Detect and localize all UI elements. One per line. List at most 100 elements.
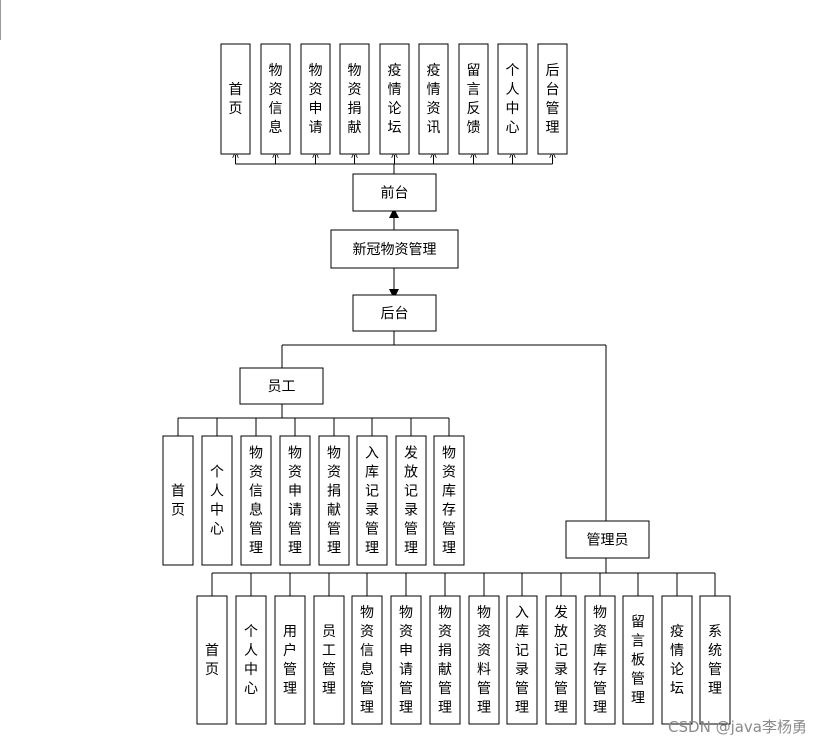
admin-module-box-frame [429, 595, 461, 725]
root-box: 新冠物资管理 [330, 229, 459, 269]
front-module-box-char: 息 [269, 119, 283, 136]
staff-module-box-frame [318, 435, 350, 566]
staff-module-box-frame [279, 435, 311, 566]
admin-module-box-char: 理 [399, 700, 413, 716]
staff-module-box-char: 信 [249, 484, 263, 500]
admin-module-box-frame [699, 595, 731, 725]
admin-module-box-char: 用 [283, 624, 297, 640]
staff-module-box-char: 献 [327, 503, 341, 519]
staff-box: 员工 [239, 367, 324, 405]
front-module-box-char: 页 [229, 101, 243, 117]
admin-module-box-char: 管 [708, 662, 722, 678]
front-module-box-char: 物 [269, 63, 283, 79]
admin-module-box-char: 理 [477, 700, 491, 716]
admin-module-box-char: 申 [399, 643, 413, 659]
staff-module-box-char: 库 [442, 484, 456, 500]
admin-module-box-char: 员 [322, 624, 336, 640]
admin-module-box-char: 系 [708, 624, 722, 640]
front-module-box-char: 理 [546, 120, 560, 136]
admin-box-frame [565, 520, 650, 559]
admin-module-box-char: 管 [322, 662, 336, 678]
front-module-box-char: 馈 [467, 120, 481, 136]
front-module-box-char: 留 [467, 63, 481, 79]
admin-module-box-char: 页 [205, 662, 219, 678]
admin-module-box-frame [351, 595, 383, 725]
front-module-box-char: 申 [309, 101, 323, 117]
front-module-box-frame [458, 43, 489, 155]
admin-module-box-char: 请 [399, 662, 413, 678]
admin-module-box-char: 管 [477, 681, 491, 697]
admin-module-box-char: 人 [244, 643, 258, 659]
back-box: 后台 [352, 294, 437, 332]
admin-module-box-char: 记 [515, 643, 529, 659]
front-module-box-char: 资 [309, 82, 323, 98]
staff-module-box-char: 物 [327, 446, 341, 462]
admin-module-box-char: 管 [631, 672, 645, 688]
admin-module-box-char: 理 [322, 681, 336, 697]
admin-module-box-char: 管 [515, 681, 529, 697]
admin-module-box-char: 理 [515, 700, 529, 716]
admin-module-box-frame [390, 595, 422, 725]
staff-module-box-char: 物 [442, 446, 456, 462]
root-box-label: 新冠物资管理 [353, 242, 437, 258]
staff-module-box-char: 资 [288, 465, 302, 481]
admin-module-box-char: 统 [708, 643, 722, 659]
staff-module-box-char: 中 [210, 503, 224, 519]
admin-module-box-char: 资 [477, 643, 491, 659]
staff-module-box-frame [162, 435, 194, 566]
back-box-label: 后台 [381, 306, 409, 322]
front-module-box-frame [339, 43, 370, 155]
admin-module-box-frame [196, 595, 228, 725]
admin-module-box-frame [274, 595, 306, 725]
admin-module-box-char: 心 [244, 681, 258, 697]
admin-module-box-frame [622, 595, 654, 725]
staff-box-label: 员工 [268, 379, 296, 395]
front-module-box-char: 资 [348, 82, 362, 98]
front-module-box-frame [220, 43, 251, 155]
front-module-box-char: 心 [506, 120, 520, 136]
admin-module-box-char: 管 [360, 681, 374, 697]
front-module-box-char: 个 [506, 63, 520, 79]
admin-module-box-char: 理 [631, 691, 645, 707]
admin-module-box-char: 库 [593, 643, 607, 659]
staff-module-box-char: 理 [365, 541, 379, 557]
admin-module-box-char: 存 [593, 662, 607, 678]
admin-module-box-char: 放 [554, 624, 568, 640]
admin-module-box-char: 首 [205, 643, 219, 659]
staff-module-box: 首页 [162, 435, 194, 566]
watermark-text: CSDN @java李杨勇 [668, 718, 807, 736]
staff-module-box-frame [240, 435, 272, 566]
admin-module-box-frame [584, 595, 616, 725]
admin-module-box-frame [313, 595, 345, 725]
front-module-box-char: 中 [506, 101, 520, 117]
admin-module-box-char: 管 [399, 681, 413, 697]
admin-module-box-char: 管 [283, 662, 297, 678]
front-module-box-char: 讯 [427, 120, 441, 136]
staff-module-box-char: 捐 [327, 484, 341, 500]
front-module-box-frame [300, 43, 331, 155]
staff-box-frame [239, 367, 324, 405]
admin-module-box-char: 录 [515, 662, 529, 678]
front-module-box-char: 献 [348, 120, 362, 136]
front-module-box-char: 疫 [388, 63, 402, 79]
front-module-box-char: 信 [269, 101, 283, 117]
admin-module-box-frame [506, 595, 538, 725]
admin-module-box-char: 管 [593, 681, 607, 697]
admin-module-box-char: 理 [360, 700, 374, 716]
front-module-box-char: 言 [467, 82, 481, 98]
front-module-box-char: 反 [467, 101, 481, 117]
admin-box: 管理员 [565, 520, 650, 559]
